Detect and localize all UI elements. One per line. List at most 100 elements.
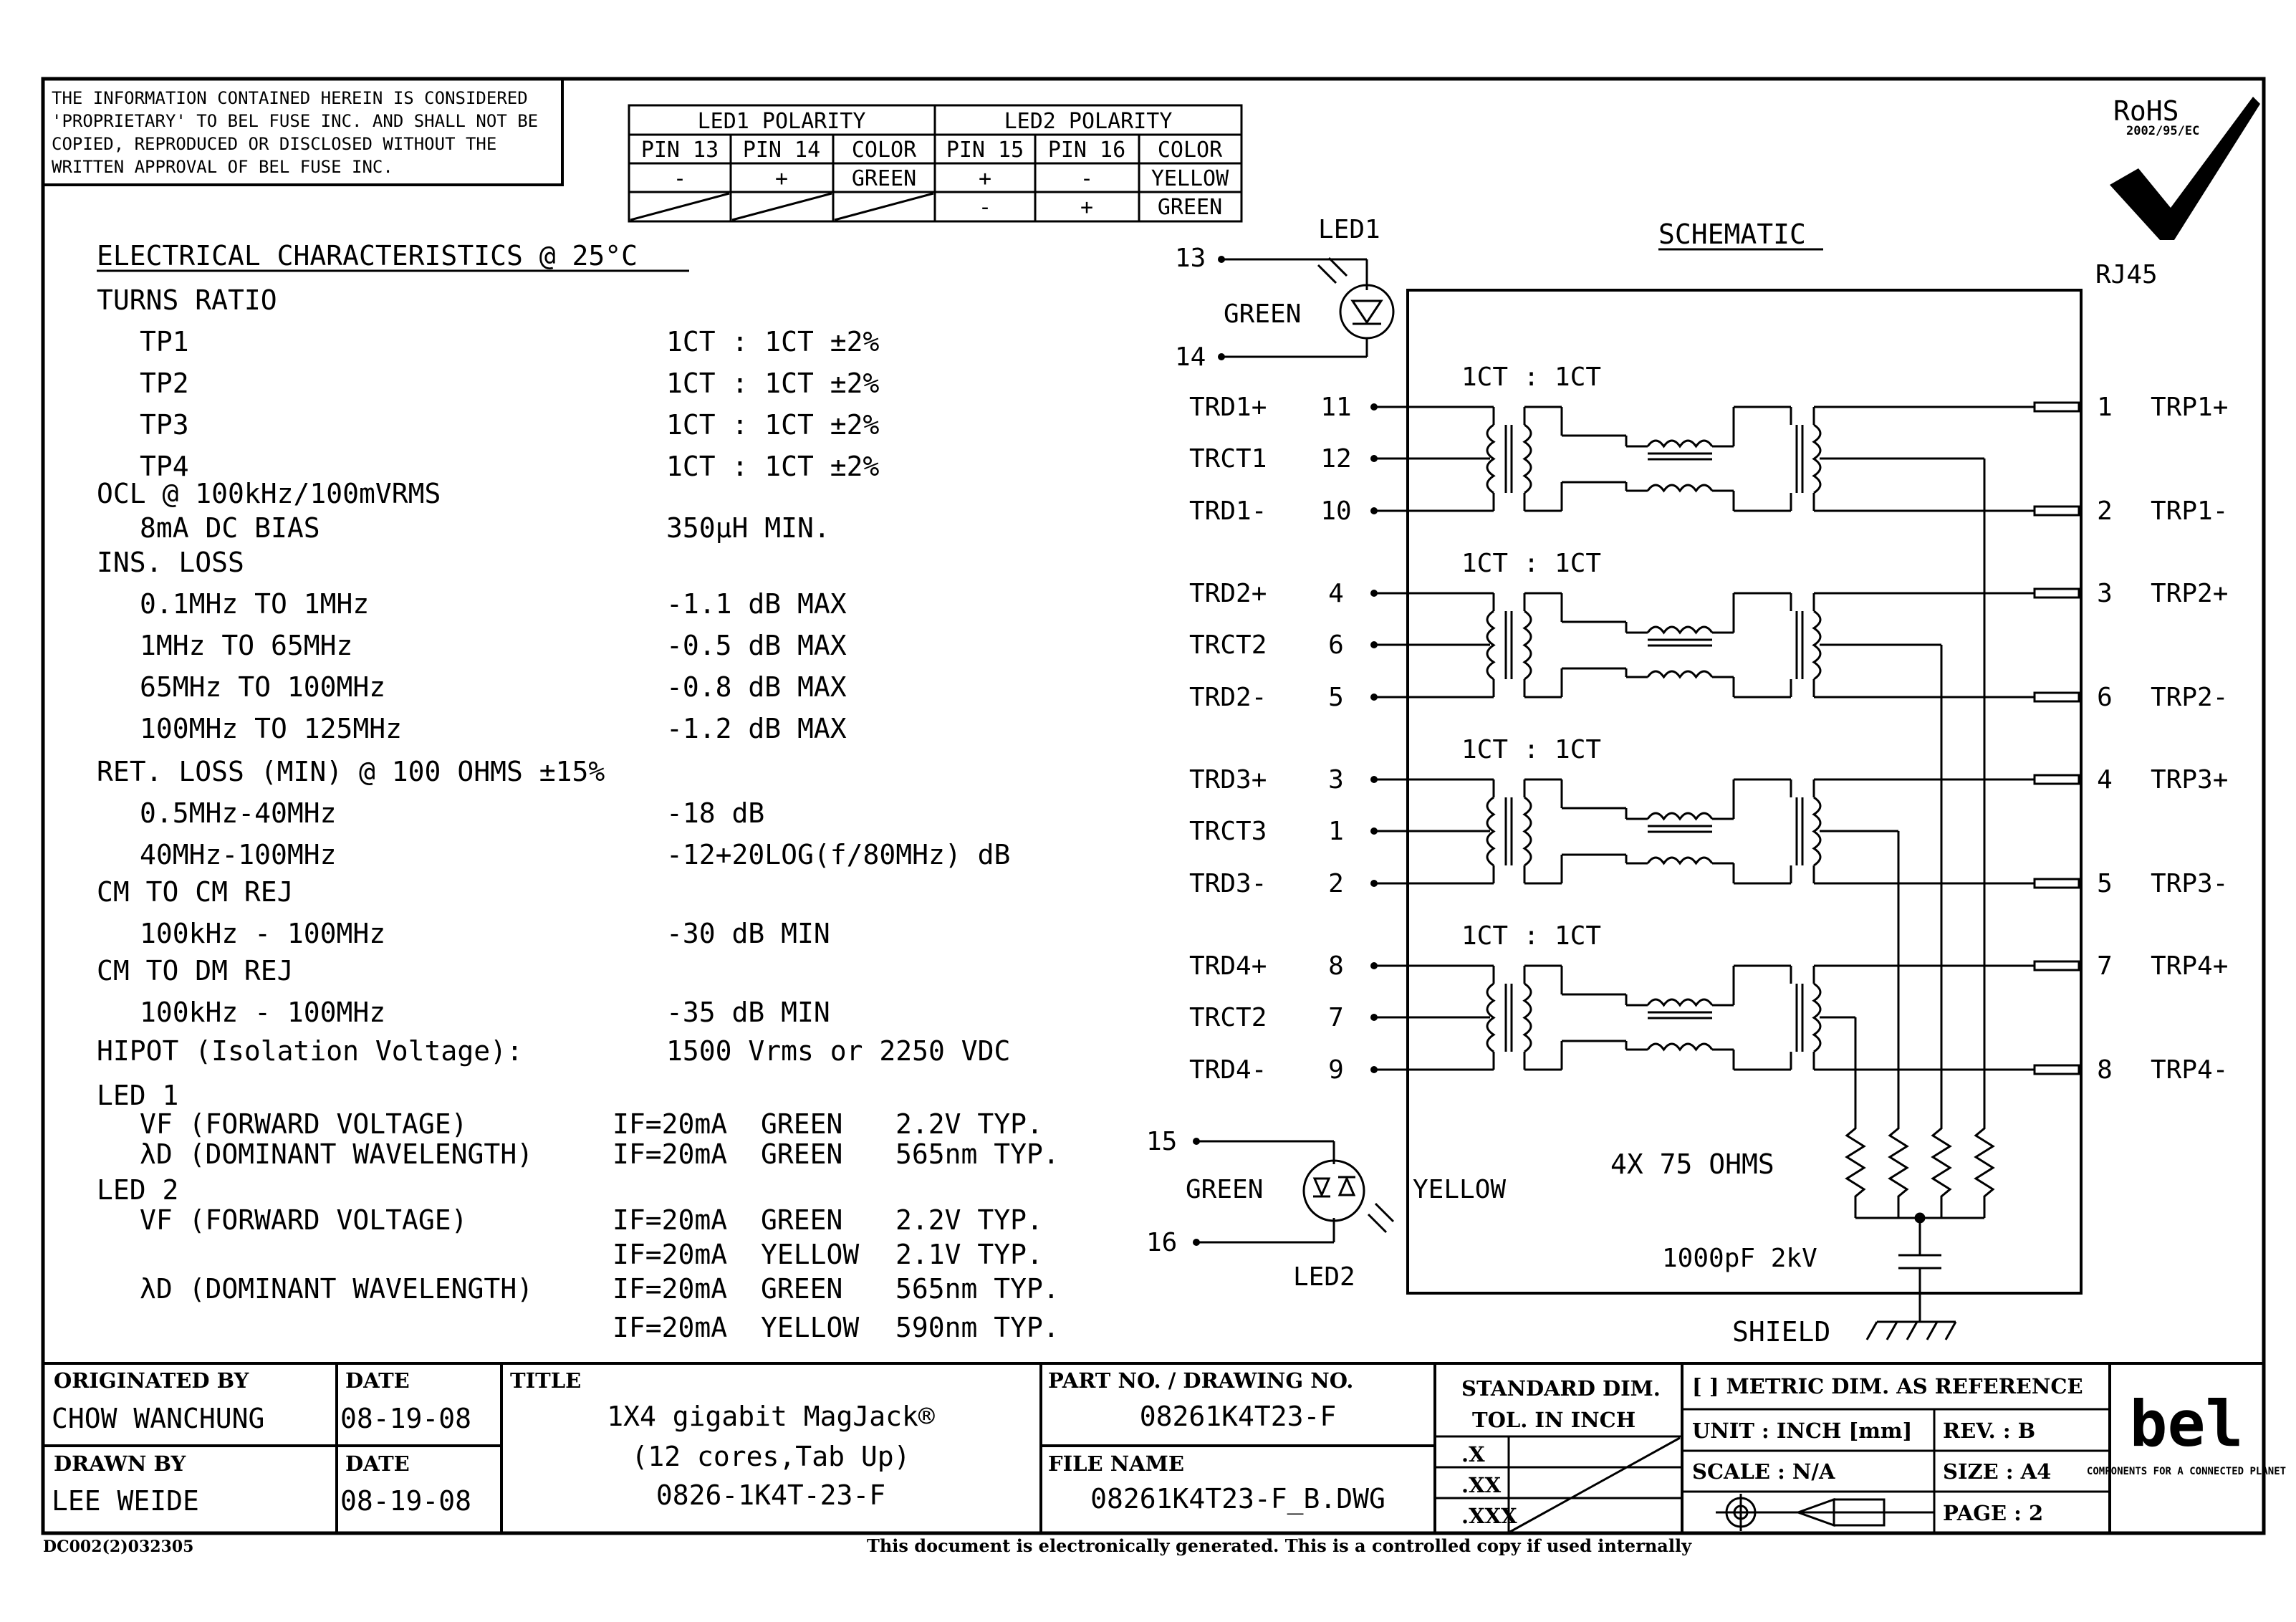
pin-number: 6 — [1328, 630, 1344, 660]
pin-number: 2 — [1328, 869, 1344, 898]
pin-number: 9 — [1328, 1055, 1344, 1085]
led2-color-right: YELLOW — [1413, 1175, 1506, 1204]
notice-line: WRITTEN APPROVAL OF BEL FUSE INC. — [52, 157, 393, 177]
scale-label: SCALE : N/A — [1692, 1459, 1835, 1484]
spec-label: 65MHz TO 100MHz — [140, 671, 385, 703]
pin-number: 11 — [1320, 393, 1351, 422]
pin-number: 16 — [1146, 1228, 1177, 1257]
standard-dim-label: STANDARD DIM. — [1461, 1376, 1661, 1401]
size-label: SIZE : A4 — [1943, 1459, 2051, 1484]
section-heading: CM TO CM REJ — [97, 876, 294, 908]
choke-coil — [1646, 856, 1714, 865]
choke-coil — [1646, 625, 1714, 635]
turns-ratio-label: 1CT : 1CT — [1461, 363, 1601, 392]
pin-label: TRCT2 — [1189, 630, 1267, 660]
spec-value: -1.1 dB MAX — [666, 588, 847, 620]
spec-value: 1CT : 1CT ±2% — [666, 409, 880, 441]
spec-label: 1MHz TO 65MHz — [140, 630, 352, 661]
file-name: 08261K4T23-F_B.DWG — [1090, 1483, 1385, 1515]
led1-diode-icon — [1221, 256, 1395, 358]
projection-symbol-icon — [1716, 1494, 1934, 1531]
led1-label: LED1 — [1318, 215, 1380, 244]
led2-label: LED2 — [1293, 1262, 1355, 1292]
spec-label: TP3 — [140, 409, 189, 441]
table-cell: GREEN — [852, 166, 916, 191]
spec-value: 565nm TYP. — [895, 1138, 1060, 1170]
table-cell: - — [673, 166, 686, 191]
spec-label: 0.1MHz TO 1MHz — [140, 588, 369, 620]
tolerance-row: .XX — [1461, 1473, 1502, 1497]
pin-number: 10 — [1320, 496, 1351, 526]
rj45-pin-label: TRP3- — [2151, 869, 2228, 898]
spec-cond: IF=20mA — [613, 1108, 727, 1140]
choke-coil — [1646, 1042, 1714, 1052]
table-cell: + — [979, 166, 991, 191]
spec-label: 100kHz - 100MHz — [140, 997, 385, 1028]
date-label: DATE — [345, 1451, 410, 1476]
secondary-coil — [1522, 982, 1532, 1053]
spec-cond: IF=20mA — [613, 1204, 727, 1236]
spec-value: -12+20LOG(f/80MHz) dB — [666, 839, 1010, 870]
pin-number: 1 — [1328, 817, 1344, 846]
section-heading: LED 1 — [97, 1080, 178, 1111]
turns-ratio-label: 1CT : 1CT — [1461, 735, 1601, 764]
notice-line: THE INFORMATION CONTAINED HEREIN IS CONS… — [52, 88, 528, 108]
line-coil — [1812, 982, 1822, 1053]
spec-label: 100MHz TO 125MHz — [140, 713, 402, 744]
footer-note: This document is electronically generate… — [867, 1535, 1692, 1556]
page-label: PAGE : 2 — [1943, 1501, 2043, 1525]
rj45-pin-number: 7 — [2097, 951, 2113, 981]
table-cell: - — [979, 195, 991, 220]
table-header: PIN 16 — [1048, 138, 1125, 163]
rj45-pin — [2033, 878, 2080, 889]
spec-color: GREEN — [761, 1108, 842, 1140]
spec-label: VF (FORWARD VOLTAGE) — [140, 1108, 468, 1140]
spec-label: TP1 — [140, 326, 189, 357]
section-heading: TURNS RATIO — [97, 284, 277, 316]
spec-value: 2.1V TYP. — [895, 1239, 1043, 1270]
section-heading: RET. LOSS (MIN) @ 100 OHMS ±15% — [97, 756, 605, 787]
originated-date: 08-19-08 — [340, 1403, 471, 1434]
pin-label: TRD2- — [1189, 683, 1267, 712]
spec-value: 2.2V TYP. — [895, 1204, 1043, 1236]
part-number: 08261K4T23-F — [1140, 1401, 1337, 1432]
check-icon — [2110, 97, 2260, 240]
spec-value: -0.5 dB MAX — [666, 630, 847, 661]
spec-value: 1CT : 1CT ±2% — [666, 451, 880, 482]
ground-hatch — [1886, 1321, 1898, 1340]
spec-value: 1CT : 1CT ±2% — [666, 326, 880, 357]
schematic-title: SCHEMATIC — [1658, 219, 1806, 250]
led1-polarity-title: LED1 POLARITY — [698, 109, 866, 134]
spec-value: 565nm TYP. — [895, 1273, 1060, 1305]
ground-hatch — [1926, 1321, 1939, 1340]
rj45-pin-number: 8 — [2097, 1055, 2113, 1085]
rj45-pin — [2033, 774, 2080, 785]
turns-ratio-label: 1CT : 1CT — [1461, 549, 1601, 578]
spec-cond: IF=20mA — [613, 1239, 727, 1270]
spec-value: -1.2 dB MAX — [666, 713, 847, 744]
drawn-date: 08-19-08 — [340, 1485, 471, 1517]
pin-number: 7 — [1328, 1003, 1344, 1032]
resistor-icon — [1888, 1118, 1909, 1218]
rj45-pin — [2033, 505, 2080, 517]
rj45-pin-label: TRP4- — [2151, 1055, 2228, 1085]
rj45-label: RJ45 — [2095, 260, 2158, 289]
choke-coil — [1646, 998, 1714, 1007]
led2-polarity-title: LED2 POLARITY — [1004, 109, 1173, 134]
spec-cond: IF=20mA — [613, 1273, 727, 1305]
spec-value: -0.8 dB MAX — [666, 671, 847, 703]
line-coil — [1812, 610, 1822, 681]
rj45-pin — [2033, 587, 2080, 599]
spec-value: 2.2V TYP. — [895, 1108, 1043, 1140]
rj45-pin — [2033, 1064, 2080, 1075]
title-label: TITLE — [510, 1368, 581, 1393]
rj45-pin-label: TRP4+ — [2151, 951, 2228, 981]
spec-value: 590nm TYP. — [895, 1312, 1060, 1343]
title-block: ORIGINATED BY DATE DRAWN BY DATE TITLE P… — [43, 1362, 2286, 1533]
bel-logo-tagline: COMPONENTS FOR A CONNECTED PLANET — [2087, 1466, 2286, 1477]
led2-color-left: GREEN — [1186, 1175, 1263, 1204]
drawing-title: 1X4 gigabit MagJack® — [607, 1401, 935, 1432]
rj45-pin-number: 2 — [2097, 496, 2113, 526]
file-name-label: FILE NAME — [1048, 1451, 1184, 1476]
